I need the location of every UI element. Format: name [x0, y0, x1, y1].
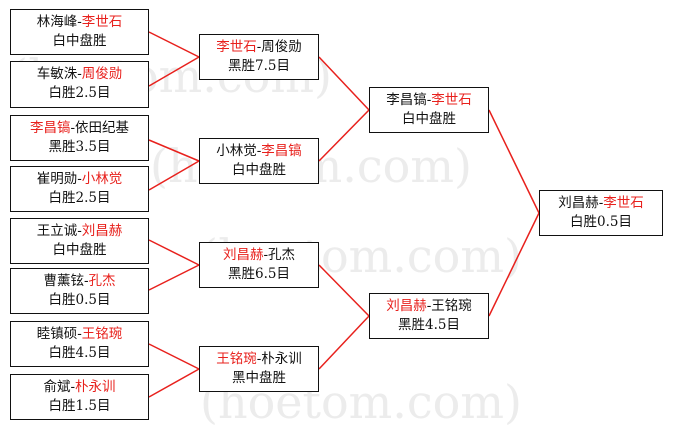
player-name: 林海峰 [36, 14, 78, 30]
player-name: 曹薰铉 [43, 273, 84, 289]
player-name: 车敏洙 [36, 66, 78, 82]
match-box: 刘昌赫-王铭琬 黑胜4.5目 [369, 293, 489, 339]
winner-name: 李昌镐 [261, 143, 302, 159]
separator: - [77, 171, 82, 187]
match-players: 刘昌赫-孔杰 [200, 246, 318, 265]
connector-line [148, 31, 200, 87]
separator: - [83, 273, 89, 289]
match-players: 李世石-周俊勋 [200, 38, 318, 57]
match-box: 刘昌赫-孔杰 黑胜6.5目 [199, 242, 319, 288]
player-name: 周俊勋 [261, 39, 302, 55]
winner-name: 孔杰 [88, 273, 116, 289]
final-match-box: 刘昌赫-李世石 白胜0.5目 [539, 190, 663, 236]
winner-name: 李世石 [431, 92, 472, 108]
match-box: 林海峰-李世石 白中盘胜 [10, 9, 149, 55]
match-players: 小林觉-李昌镐 [200, 142, 318, 161]
match-box: 王铭琬-朴永训 黑中盘胜 [199, 346, 319, 392]
match-box: 李世石-周俊勋 黑胜7.5目 [199, 34, 319, 80]
player-name: 孔杰 [268, 247, 296, 263]
connector-line [488, 109, 540, 317]
winner-name: 刘昌赫 [81, 223, 123, 239]
separator: - [256, 143, 262, 159]
player-name: 俞斌 [43, 379, 71, 395]
separator: - [77, 326, 82, 342]
match-result: 白中盘胜 [402, 111, 456, 127]
connector-line [148, 343, 200, 398]
match-box: 小林觉-李昌镐 白中盘胜 [199, 138, 319, 184]
winner-name: 朴永训 [75, 379, 116, 395]
match-players: 刘昌赫-李世石 [540, 194, 662, 213]
match-result: 白中盘胜 [52, 242, 107, 258]
winner-name: 李昌镐 [29, 120, 71, 136]
winner-name: 王铭琬 [216, 351, 257, 367]
separator: - [263, 247, 269, 263]
connector-line [148, 139, 200, 191]
player-name: 李昌镐 [386, 92, 427, 108]
match-players: 睦镇硕-王铭琬 [11, 325, 148, 344]
connector-line [148, 239, 200, 291]
match-box: 曹薰铉-孔杰 白胜0.5目 [10, 268, 149, 314]
separator: - [426, 298, 432, 314]
match-players: 崔明勋-小林觉 [11, 170, 148, 189]
separator: - [70, 120, 76, 136]
match-box: 李昌镐-依田纪基 黑胜3.5目 [10, 115, 149, 161]
match-result: 黑胜3.5目 [48, 139, 111, 155]
connector-line [318, 264, 370, 370]
match-result: 白胜0.5目 [48, 292, 111, 308]
separator: - [426, 92, 432, 108]
match-result: 白胜0.5目 [570, 214, 632, 230]
match-box: 睦镇硕-王铭琬 白胜4.5目 [10, 321, 149, 367]
winner-name: 李世石 [81, 14, 123, 30]
winner-name: 李世石 [216, 39, 257, 55]
player-name: 崔明勋 [36, 171, 78, 187]
separator: - [256, 39, 262, 55]
match-result: 黑胜4.5目 [398, 317, 460, 333]
winner-name: 小林觉 [81, 171, 123, 187]
player-name: 王立诚 [36, 223, 78, 239]
winner-name: 刘昌赫 [386, 298, 427, 314]
match-result: 白中盘胜 [52, 33, 107, 49]
winner-name: 刘昌赫 [222, 247, 264, 263]
player-name: 依田纪基 [75, 120, 130, 136]
player-name: 刘昌赫 [558, 195, 599, 211]
match-players: 王铭琬-朴永训 [200, 350, 318, 369]
winner-name: 周俊勋 [81, 66, 123, 82]
match-result: 白胜4.5目 [48, 345, 111, 361]
match-result: 白胜1.5目 [48, 398, 111, 414]
match-result: 白中盘胜 [232, 162, 286, 178]
player-name: 朴永训 [261, 351, 302, 367]
player-name: 王铭琬 [431, 298, 472, 314]
match-box: 崔明勋-小林觉 白胜2.5目 [10, 166, 149, 212]
match-result: 白胜2.5目 [48, 85, 111, 101]
match-players: 林海峰-李世石 [11, 13, 148, 32]
separator: - [77, 14, 82, 30]
match-players: 俞斌-朴永训 [11, 378, 148, 397]
match-box: 俞斌-朴永训 白胜1.5目 [10, 374, 149, 420]
separator: - [598, 195, 604, 211]
match-box: 王立诚-刘昌赫 白中盘胜 [10, 218, 149, 264]
match-result: 黑胜7.5目 [228, 58, 290, 74]
match-players: 李昌镐-依田纪基 [11, 119, 148, 138]
match-result: 白胜2.5目 [48, 190, 111, 206]
player-name: 睦镇硕 [36, 326, 78, 342]
separator: - [70, 379, 76, 395]
winner-name: 王铭琬 [81, 326, 123, 342]
winner-name: 李世石 [603, 195, 644, 211]
separator: - [77, 66, 82, 82]
separator: - [77, 223, 82, 239]
match-box: 车敏洙-周俊勋 白胜2.5目 [10, 61, 149, 108]
match-players: 王立诚-刘昌赫 [11, 222, 148, 241]
separator: - [256, 351, 262, 367]
connector-line [318, 56, 370, 162]
match-result: 黑胜6.5目 [228, 266, 290, 282]
match-box: 李昌镐-李世石 白中盘胜 [369, 87, 489, 133]
match-players: 刘昌赫-王铭琬 [370, 297, 488, 316]
match-players: 车敏洙-周俊勋 [11, 65, 148, 84]
match-result: 黑中盘胜 [232, 370, 286, 386]
match-players: 曹薰铉-孔杰 [11, 272, 148, 291]
match-players: 李昌镐-李世石 [370, 91, 488, 110]
player-name: 小林觉 [216, 143, 257, 159]
